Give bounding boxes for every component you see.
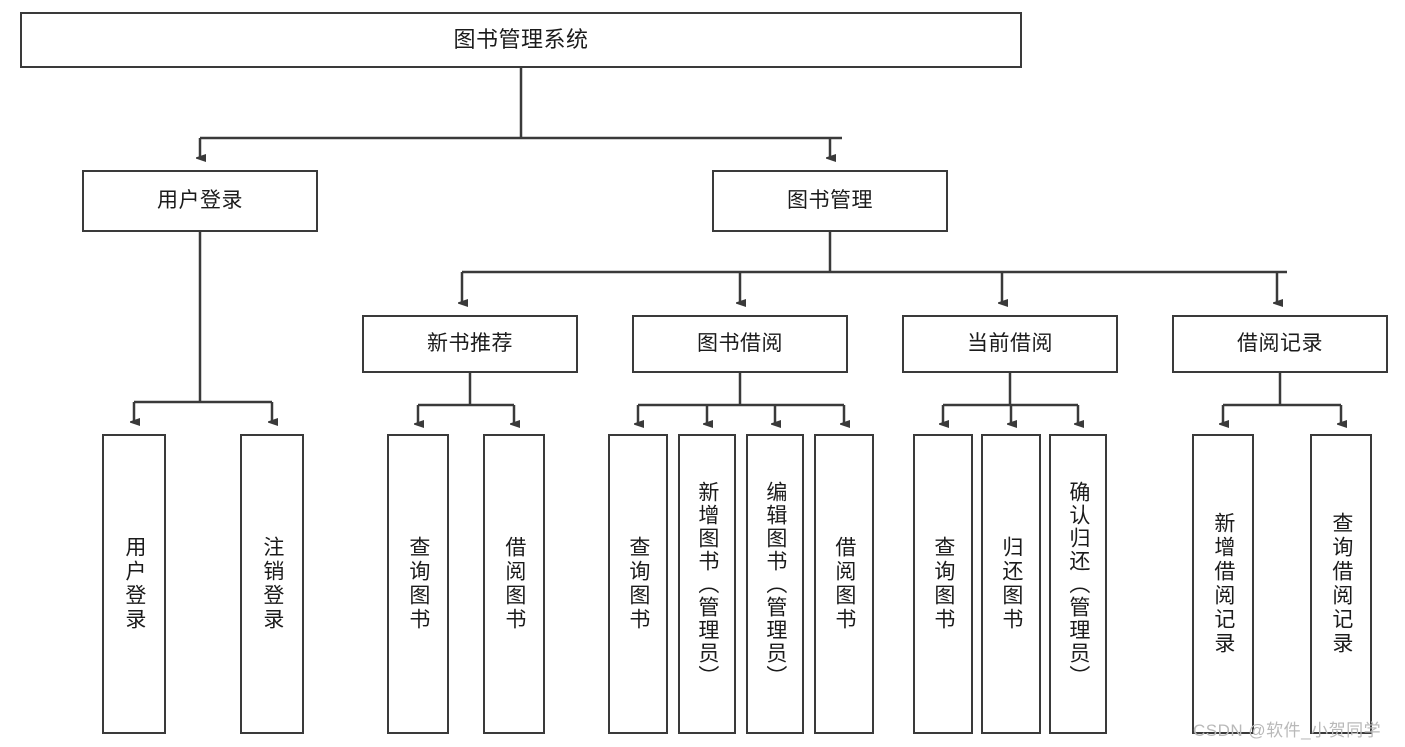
leaf-add-borrow-record[interactable]: 新增借阅记录	[1192, 434, 1254, 734]
leaf-user-login[interactable]: 用户登录	[102, 434, 166, 734]
node-label: 图书借阅	[697, 332, 783, 356]
leaf-add-book-admin[interactable]: 新增图书（管理员）	[678, 434, 736, 734]
leaf-borrow-book[interactable]: 借阅图书	[814, 434, 874, 734]
node-label: 用户登录	[122, 536, 146, 632]
node-label: 当前借阅	[967, 332, 1053, 356]
node-book-borrowing[interactable]: 图书借阅	[632, 315, 848, 373]
node-label: 图书管理	[787, 189, 873, 213]
node-label: 借阅图书	[832, 536, 856, 632]
node-label: 新书推荐	[427, 332, 513, 356]
node-label: 确认归还（管理员）	[1066, 480, 1090, 688]
node-new-book-recommendation[interactable]: 新书推荐	[362, 315, 578, 373]
node-label: 注销登录	[260, 536, 284, 632]
leaf-query-borrow-record[interactable]: 查询借阅记录	[1310, 434, 1372, 734]
node-user-login[interactable]: 用户登录	[82, 170, 318, 232]
leaf-confirm-return-admin[interactable]: 确认归还（管理员）	[1049, 434, 1107, 734]
node-label: 借阅图书	[502, 536, 526, 632]
node-label: 新增借阅记录	[1211, 512, 1235, 656]
node-label: 新增图书（管理员）	[695, 480, 719, 688]
node-label: 查询图书	[931, 536, 955, 632]
node-root[interactable]: 图书管理系统	[20, 12, 1022, 68]
node-label: 编辑图书（管理员）	[763, 480, 787, 688]
node-label: 查询图书	[626, 536, 650, 632]
node-label: 归还图书	[999, 536, 1023, 632]
node-label: 借阅记录	[1237, 332, 1323, 356]
leaf-query-book-borrowing[interactable]: 查询图书	[608, 434, 668, 734]
watermark: CSDN @软件_小贺同学	[1193, 721, 1382, 740]
leaf-borrow-book-newrec[interactable]: 借阅图书	[483, 434, 545, 734]
node-label: 查询借阅记录	[1329, 512, 1353, 656]
leaf-edit-book-admin[interactable]: 编辑图书（管理员）	[746, 434, 804, 734]
node-borrowing-record[interactable]: 借阅记录	[1172, 315, 1388, 373]
node-label: 图书管理系统	[453, 26, 589, 52]
leaf-return-book[interactable]: 归还图书	[981, 434, 1041, 734]
leaf-query-book-newrec[interactable]: 查询图书	[387, 434, 449, 734]
node-label: 用户登录	[157, 189, 243, 213]
node-current-borrowing[interactable]: 当前借阅	[902, 315, 1118, 373]
node-book-management[interactable]: 图书管理	[712, 170, 948, 232]
leaf-logout[interactable]: 注销登录	[240, 434, 304, 734]
node-label: 查询图书	[406, 536, 430, 632]
leaf-query-book-current[interactable]: 查询图书	[913, 434, 973, 734]
